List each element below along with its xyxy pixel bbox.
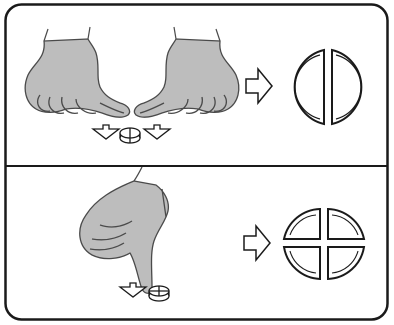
right-hand-icon bbox=[133, 38, 240, 118]
panel-split-in-half bbox=[24, 26, 363, 144]
right-arrow-icon bbox=[243, 223, 271, 263]
round-cross-scored-tablet-icon bbox=[148, 285, 170, 302]
round-scored-tablet-icon bbox=[119, 127, 141, 144]
right-wrist-line-2 bbox=[173, 26, 177, 40]
down-arrow-icon bbox=[91, 124, 121, 140]
down-arrow-icon bbox=[118, 282, 148, 298]
panel-split-in-quarters bbox=[79, 166, 366, 302]
down-arrow-icon bbox=[142, 124, 172, 140]
left-wrist-line bbox=[43, 28, 49, 42]
instruction-diagram-frame bbox=[4, 3, 389, 321]
tablet-halves-icon bbox=[293, 48, 363, 126]
right-wrist-line bbox=[215, 28, 221, 42]
right-arrow-icon bbox=[245, 66, 273, 106]
tablet-splitting-diagram bbox=[4, 3, 389, 321]
left-wrist-line-2 bbox=[87, 26, 91, 40]
tablet-quarters-icon bbox=[282, 207, 366, 281]
left-hand-icon bbox=[24, 38, 131, 118]
